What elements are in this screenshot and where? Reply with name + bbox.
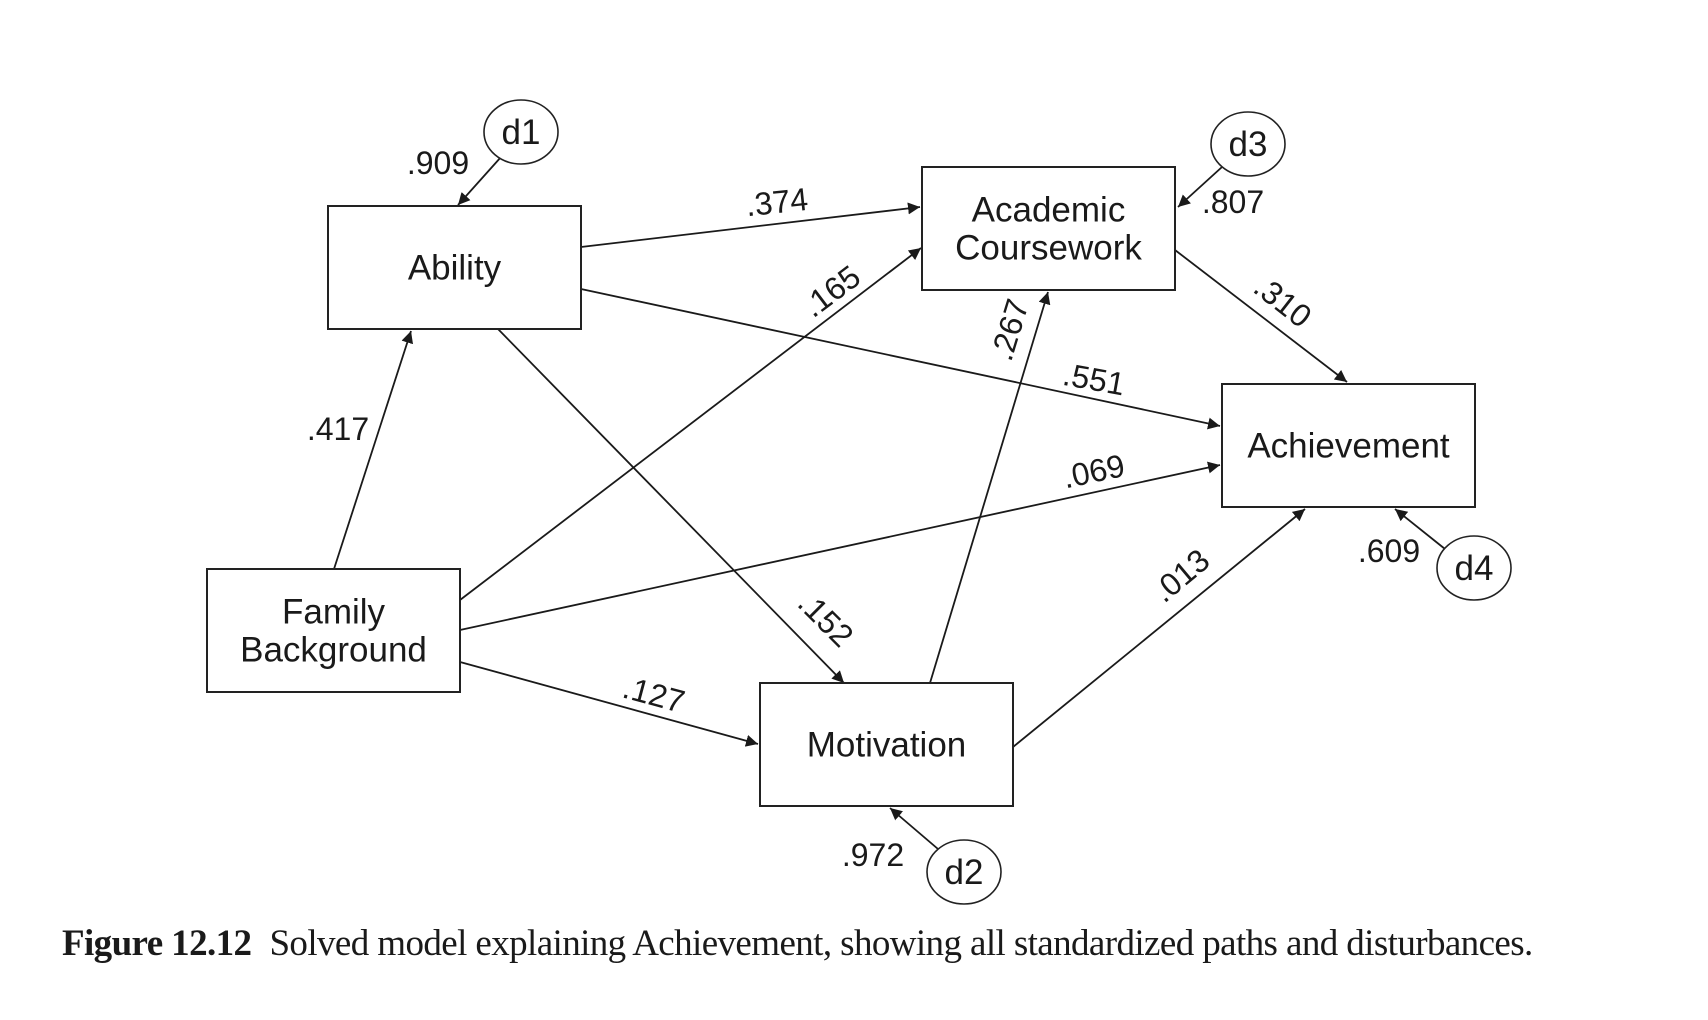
path-ability-to-coursework <box>580 202 921 248</box>
node-label-family: Family <box>282 593 386 632</box>
node-label-coursework: Coursework <box>955 229 1142 268</box>
path-coefficient-family-to-motivation: .127 <box>619 669 688 720</box>
path-ability-to-achievement <box>580 288 1221 430</box>
path-coefficient-family-to-coursework: .165 <box>796 258 867 324</box>
disturbance-value-d1: .909 <box>407 145 469 181</box>
figure-caption: Figure 12.12 Solved model explaining Achi… <box>62 922 1533 965</box>
disturbance-label-d4: d4 <box>1455 549 1494 588</box>
node-family <box>206 568 461 693</box>
disturbance-label-d3: d3 <box>1229 125 1268 164</box>
node-ability <box>327 205 582 330</box>
path-ability-to-motivation <box>497 328 845 684</box>
node-label-ability: Ability <box>408 249 502 288</box>
path-coefficient-ability-to-motivation: .152 <box>791 584 860 653</box>
disturbance-value-d3: .807 <box>1202 184 1264 220</box>
disturbance-value-d4: .609 <box>1358 533 1420 569</box>
node-label-achievement: Achievement <box>1247 427 1450 466</box>
disturbance-d1 <box>483 99 559 165</box>
path-motivation-to-achievement <box>1012 508 1306 748</box>
path-coefficient-motivation-to-coursework: .267 <box>983 295 1036 365</box>
path-family-to-ability <box>333 330 414 570</box>
path-coefficient-ability-to-coursework: .374 <box>744 181 810 223</box>
node-label-coursework: Academic <box>972 191 1126 230</box>
node-label-family: Background <box>240 631 427 670</box>
disturbance-label-d1: d1 <box>502 113 541 152</box>
figure-label: Figure 12.12 <box>62 923 252 964</box>
path-coursework-to-achievement <box>1174 249 1348 383</box>
disturbance-value-d2: .972 <box>842 837 904 873</box>
disturbance-d4 <box>1436 535 1512 601</box>
figure-caption-text: Solved model explaining Achievement, sho… <box>269 923 1533 964</box>
disturbance-path-d2 <box>889 807 939 850</box>
node-motivation <box>759 682 1014 807</box>
nodes-layer: d1 d2 d3 d4 Ability AcademicCourseworkAchieve… <box>206 99 1512 905</box>
path-family-to-motivation <box>459 661 759 747</box>
disturbance-path-d3 <box>1177 166 1223 208</box>
path-coefficient-motivation-to-achievement: .013 <box>1146 542 1217 610</box>
disturbance-label-d2: d2 <box>945 853 984 892</box>
disturbance-path-d4 <box>1394 508 1446 550</box>
path-coefficient-ability-to-achievement: .551 <box>1060 356 1128 402</box>
node-label-motivation: Motivation <box>807 726 967 765</box>
path-family-to-achievement <box>459 461 1221 631</box>
disturbance-d3 <box>1210 111 1286 177</box>
node-coursework <box>921 166 1176 291</box>
paths-layer <box>333 156 1446 850</box>
path-motivation-to-coursework <box>929 291 1051 684</box>
path-family-to-coursework <box>459 247 922 601</box>
disturbance-d2 <box>926 839 1002 905</box>
node-achievement <box>1221 383 1476 508</box>
disturbance-path-d1 <box>457 156 502 206</box>
path-coefficient-family-to-ability: .417 <box>307 411 369 447</box>
path-coefficient-coursework-to-achievement: .310 <box>1247 268 1318 335</box>
